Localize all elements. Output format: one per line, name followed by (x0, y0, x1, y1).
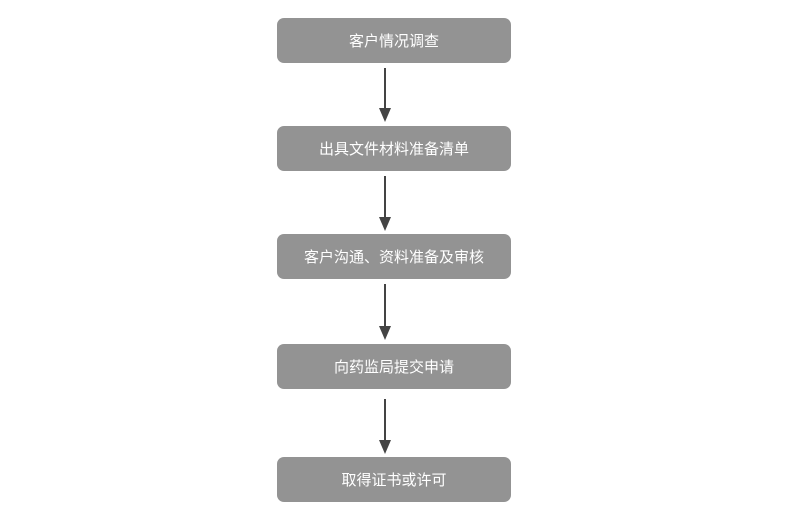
step-label-2: 出具文件材料准备清单 (318, 140, 469, 158)
step-box-2: 出具文件材料准备清单 (277, 126, 511, 171)
step-label-3: 客户沟通、资料准备及审核 (303, 248, 484, 266)
arrow-down-icon (379, 68, 391, 122)
step-box-5: 取得证书或许可 (277, 457, 511, 502)
arrow-down-icon (379, 399, 391, 454)
step-box-3: 客户沟通、资料准备及审核 (277, 234, 511, 279)
step-label-4: 向药监局提交申请 (333, 358, 454, 376)
arrow-down-icon (379, 284, 391, 340)
step-label-5: 取得证书或许可 (341, 471, 447, 489)
step-box-4: 向药监局提交申请 (277, 344, 511, 389)
step-box-1: 客户情况调查 (277, 18, 511, 63)
arrow-down-icon (379, 176, 391, 231)
step-label-1: 客户情况调查 (348, 32, 439, 50)
